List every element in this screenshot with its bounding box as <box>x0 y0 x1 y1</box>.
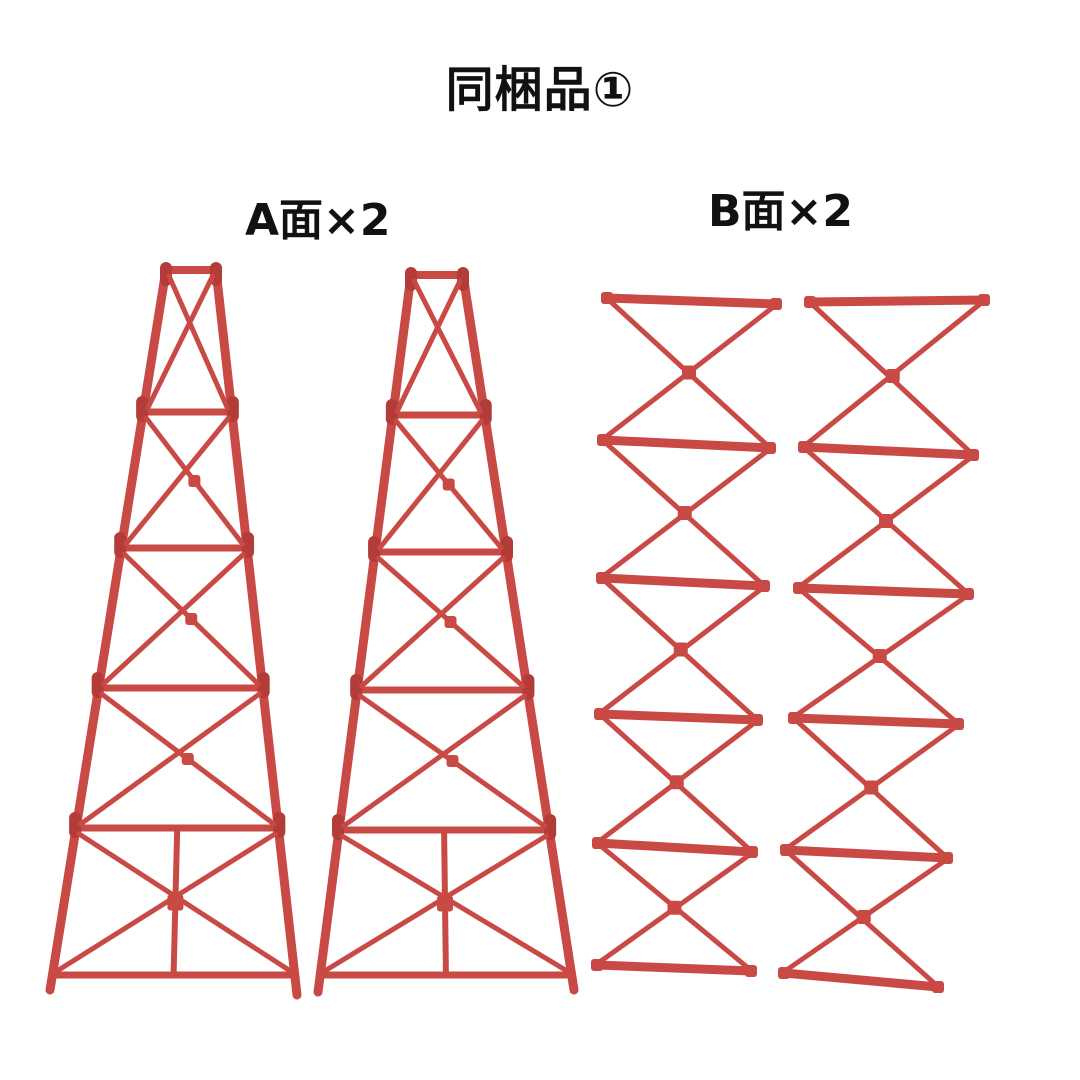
truss-joint <box>444 616 457 628</box>
frame-brace <box>411 278 483 414</box>
frame-crossbar <box>794 583 973 599</box>
frame-crossbar <box>805 295 989 307</box>
truss-joint <box>885 369 900 383</box>
truss-joint <box>167 894 184 911</box>
frame-leg <box>313 270 416 997</box>
frame-brace <box>394 278 463 414</box>
truss-joint <box>682 365 696 380</box>
frame-crossbar <box>592 960 756 976</box>
truss-joint <box>446 755 459 767</box>
a-frame-1 <box>45 262 302 1000</box>
label-b-side: B面×2 <box>708 186 854 237</box>
frame-leg <box>458 270 579 995</box>
frame-brace <box>322 833 549 974</box>
frame-crossbar <box>781 845 952 863</box>
frame-brace <box>78 691 262 827</box>
truss-joint <box>669 775 684 790</box>
a-side-frames <box>45 262 579 1000</box>
truss-joint <box>677 506 692 520</box>
frame-brace <box>123 415 232 547</box>
label-a-side: A面×2 <box>245 195 391 246</box>
frame-brace <box>341 693 527 829</box>
b-frame-1 <box>591 292 782 977</box>
frame-crossbar <box>602 293 781 309</box>
truss-joint <box>667 900 682 915</box>
frame-leg <box>211 265 302 1000</box>
truss-joint <box>188 475 201 487</box>
truss-joint <box>181 753 194 765</box>
b-frame-2 <box>778 294 990 993</box>
frame-brace <box>100 551 247 687</box>
truss-joint <box>185 613 198 625</box>
truss-joint <box>872 649 887 663</box>
frame-brace <box>76 831 293 974</box>
truss-joint <box>856 910 871 924</box>
frame-crossbar <box>789 713 963 729</box>
frame-brace <box>339 833 570 974</box>
truss-joint <box>437 895 454 912</box>
frame-leg <box>45 265 171 995</box>
truss-joint <box>864 780 879 795</box>
frame-crossbar <box>799 442 978 460</box>
frame-crossbar <box>593 838 757 857</box>
frame-brace <box>377 418 485 551</box>
b-side-frames <box>591 292 990 993</box>
frame-brace <box>54 831 278 974</box>
frame-crossbar <box>598 435 775 453</box>
frame-crossbar <box>779 968 943 992</box>
a-frame-2 <box>313 267 579 997</box>
truss-joint <box>673 642 688 657</box>
frame-brace <box>359 555 506 689</box>
page-title: 同梱品① <box>445 62 635 118</box>
frame-brace <box>145 273 216 411</box>
truss-joint <box>442 478 455 491</box>
frame-crossbar <box>597 573 769 591</box>
frame-crossbar <box>595 709 762 725</box>
truss-joint <box>879 514 893 528</box>
frame-brace <box>166 273 230 411</box>
